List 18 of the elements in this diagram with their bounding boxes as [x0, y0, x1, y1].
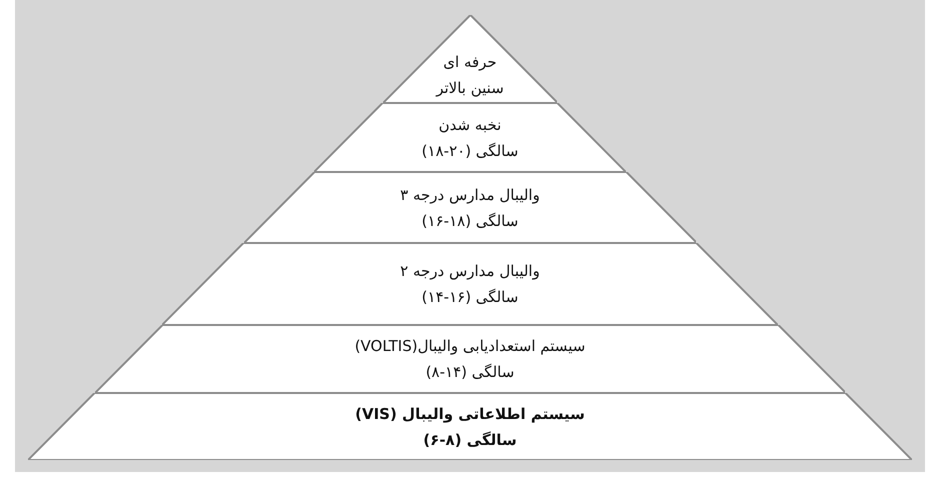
age-range-text: سنین بالاتر — [436, 78, 504, 99]
age-range-text: سالگی (۱۴-۸) — [426, 362, 514, 383]
tier-title: والیبال مدارس درجه ۳ — [400, 184, 540, 206]
pyramid-tier — [94, 325, 846, 393]
tier-title: سیستم استعدادیابی والیبال(VOLTIS) — [354, 336, 586, 357]
pyramid-tier — [244, 172, 696, 243]
tier-title: حرفه ای — [443, 52, 497, 73]
tier-title: سیستم اطلاعاتی والیبال (VIS) — [355, 404, 585, 425]
pyramid-tier — [314, 103, 626, 172]
pyramid-apex — [382, 15, 558, 103]
pyramid-tier — [28, 393, 912, 460]
age-range-text: سالگی (۱۶-۱۴) — [422, 287, 518, 308]
pyramid-tier — [162, 243, 778, 325]
age-range-text: سالگی (۲۰-۱۸) — [422, 140, 518, 162]
age-range-text: سالگی (۱۸-۱۶) — [422, 210, 518, 232]
age-range-text: سالگی (۸-۶) — [423, 430, 517, 450]
tier-title: نخبه شدن — [438, 114, 502, 136]
tier-title: والیبال مدارس درجه ۲ — [400, 261, 540, 282]
